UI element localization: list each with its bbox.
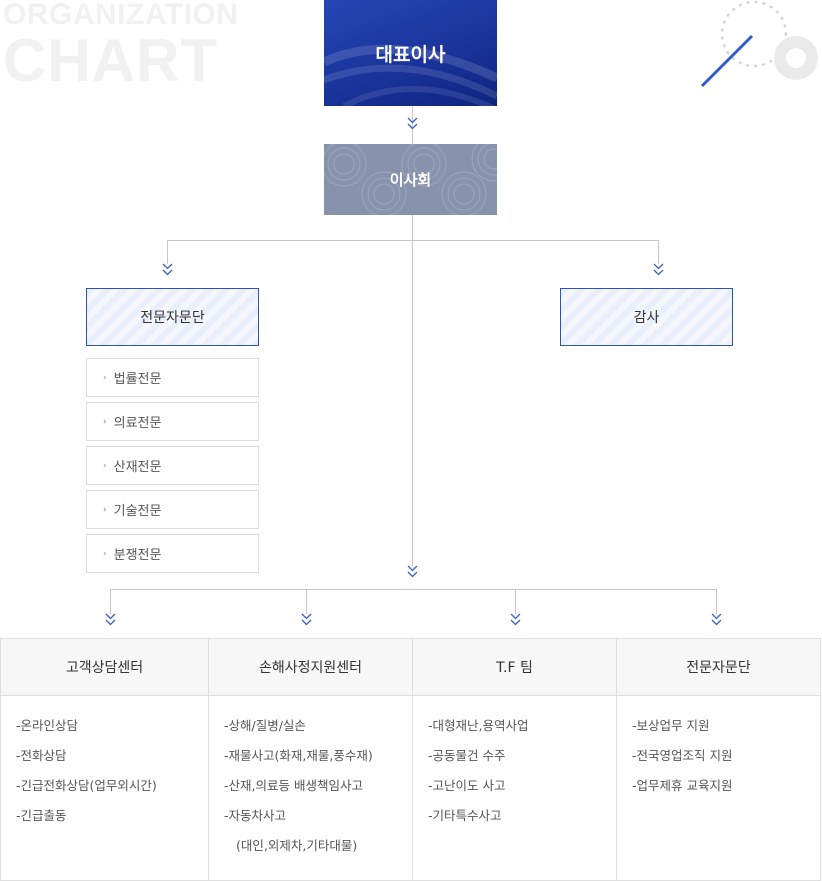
department-tf-team: T.F 팀 -대형재난,용역사업 -공동물건 수주 -고난이도 사고 -기타특수… <box>412 638 617 881</box>
advisory-item-technical: › 기술전문 <box>86 490 259 529</box>
department-task: -기타특수사고 <box>428 808 502 823</box>
department-task: -대형재난,용역사업 <box>428 718 529 733</box>
watermark-chart: CHART <box>3 27 218 94</box>
advisory-item-label: 산재전문 <box>113 460 162 475</box>
board-wave-pattern <box>324 144 497 215</box>
department-title: 전문자문단 <box>617 639 820 696</box>
bullet-icon: › <box>103 504 107 515</box>
department-task-list: -온라인상담 -전화상담 -긴급전화상담(업무외시간) -긴급출동 <box>1 696 208 831</box>
audit-box: 감사 <box>560 288 733 346</box>
bullet-icon: › <box>103 416 107 427</box>
bullet-icon: › <box>103 372 107 383</box>
ceo-box: 대표이사 <box>324 0 497 106</box>
department-task: -전국영업조직 지원 <box>632 748 733 763</box>
department-task: -긴급전화상담(업무외시간) <box>16 778 157 793</box>
department-task: -온라인상담 <box>16 718 79 733</box>
advisory-item-industrial: › 산재전문 <box>86 446 259 485</box>
board-label: 이사회 <box>389 171 432 189</box>
advisory-group-box: 전문자문단 <box>86 288 259 346</box>
department-task: -긴급출동 <box>16 808 67 823</box>
department-task: -자동차사고 <box>224 808 287 823</box>
watermark-organization: ORGANIZATION <box>3 0 239 31</box>
ceo-label: 대표이사 <box>375 43 446 66</box>
department-task: -공동물건 수주 <box>428 748 506 763</box>
department-task: -재물사고(화재,재물,풍수재) <box>224 748 373 763</box>
department-task: -상해/질병/실손 <box>224 718 306 733</box>
department-task: -산재,의료등 배생책임사고 <box>224 778 363 793</box>
department-task-list: -보상업무 지원 -전국영업조직 지원 -업무제휴 교육지원 <box>617 696 820 801</box>
advisory-item-label: 분쟁전문 <box>113 548 162 563</box>
department-task: -보상업무 지원 <box>632 718 710 733</box>
department-task: -고난이도 사고 <box>428 778 506 793</box>
department-title: T.F 팀 <box>413 639 616 696</box>
department-task: (대인,외제차,기타대물) <box>236 838 358 853</box>
advisory-item-label: 의료전문 <box>113 416 162 431</box>
advisory-item-label: 기술전문 <box>113 504 162 519</box>
advisory-item-medical: › 의료전문 <box>86 402 259 441</box>
bullet-icon: › <box>103 548 107 559</box>
magnifier-decoration-icon <box>700 0 818 88</box>
department-task: -전화상담 <box>16 748 67 763</box>
board-box: 이사회 <box>324 144 497 215</box>
bullet-icon: › <box>103 460 107 471</box>
department-title: 손해사정지원센터 <box>209 639 412 696</box>
department-task-list: -상해/질병/실손 -재물사고(화재,재물,풍수재) -산재,의료등 배생책임사… <box>209 696 412 861</box>
ceo-wave-pattern <box>324 44 497 106</box>
advisory-item-dispute: › 분쟁전문 <box>86 534 259 573</box>
department-loss-adjustment-center: 손해사정지원센터 -상해/질병/실손 -재물사고(화재,재물,풍수재) -산재,… <box>208 638 413 881</box>
department-task-list: -대형재난,용역사업 -공동물건 수주 -고난이도 사고 -기타특수사고 <box>413 696 616 831</box>
department-title: 고객상담센터 <box>1 639 208 696</box>
advisory-item-legal: › 법률전문 <box>86 358 259 397</box>
department-expert-advisory: 전문자문단 -보상업무 지원 -전국영업조직 지원 -업무제휴 교육지원 <box>616 638 821 881</box>
advisory-item-label: 법률전문 <box>113 372 162 387</box>
department-customer-center: 고객상담센터 -온라인상담 -전화상담 -긴급전화상담(업무외시간) -긴급출동 <box>0 638 209 881</box>
department-task: -업무제휴 교육지원 <box>632 778 733 793</box>
